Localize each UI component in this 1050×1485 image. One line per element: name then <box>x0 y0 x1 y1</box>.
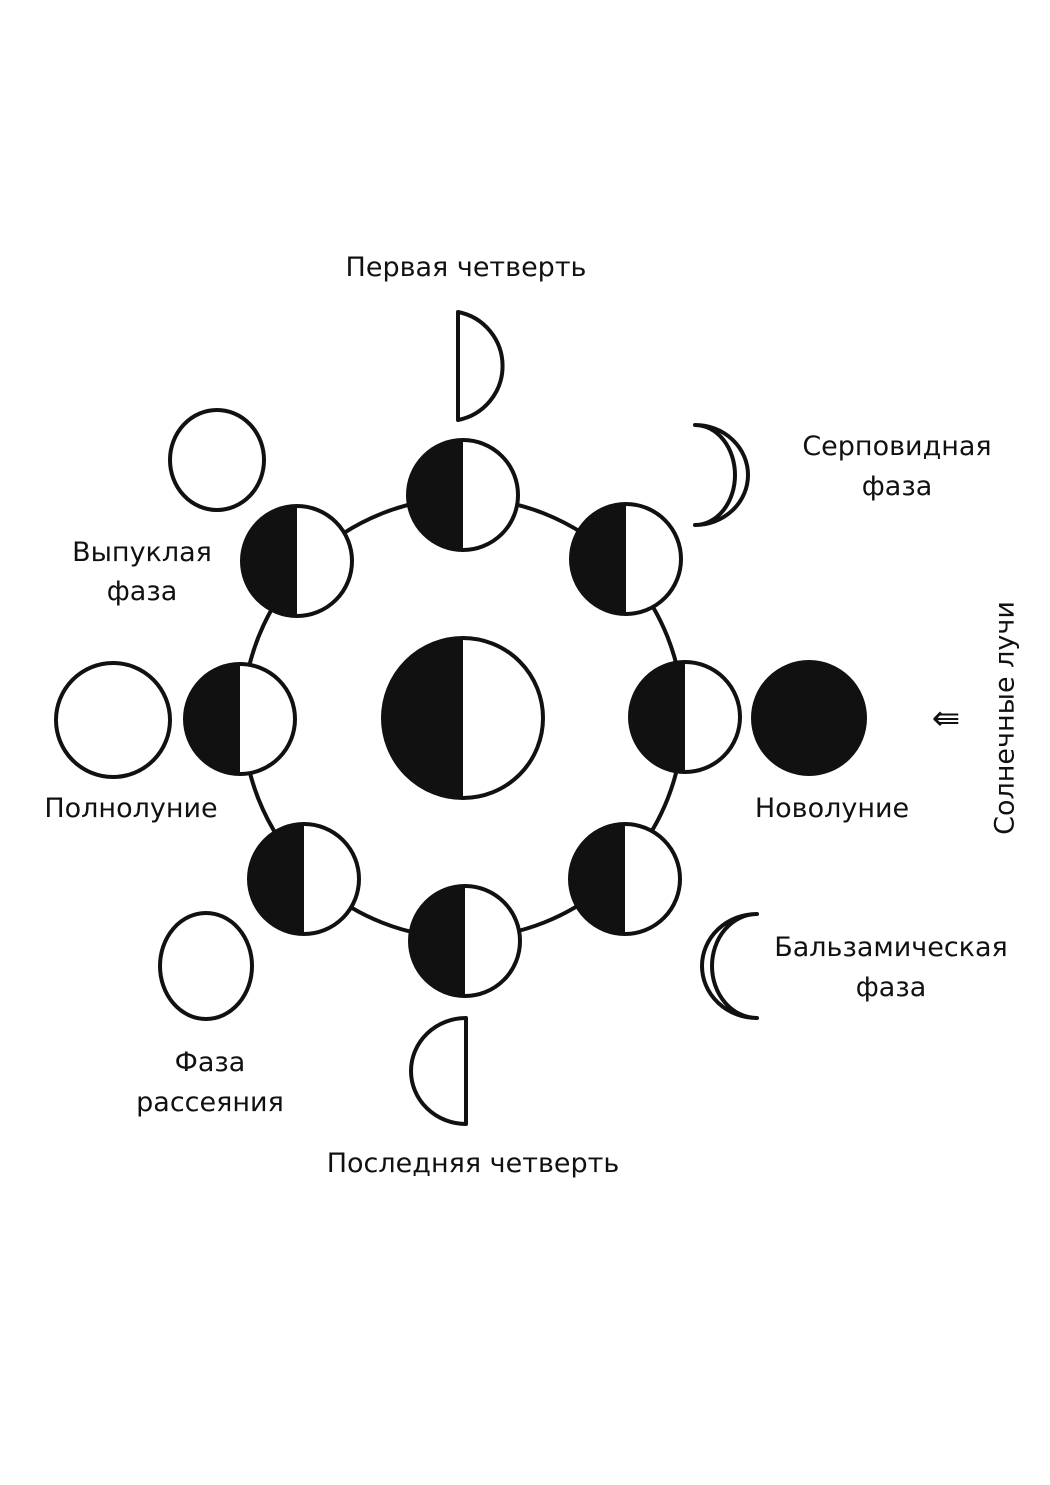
balsamic-moon-shape <box>700 912 759 1020</box>
label-full-moon: Полнолуние <box>44 793 217 824</box>
label-disseminating-line1: Фаза <box>175 1047 246 1078</box>
label-disseminating-line2: рассеяния <box>136 1087 284 1118</box>
label-last-quarter: Последняя четверть <box>327 1148 620 1179</box>
orbit-moon-right <box>628 660 742 774</box>
label-gibbous-line2: фаза <box>107 576 178 607</box>
label-crescent-line2: фаза <box>862 471 933 502</box>
label-first-quarter: Первая четверть <box>346 252 587 283</box>
label-sun-rays: Солнечные лучи <box>990 601 1021 835</box>
last-quarter-moon-shape <box>409 1016 468 1126</box>
label-gibbous-line1: Выпуклая <box>72 537 212 568</box>
disseminating-moon-shape <box>158 911 254 1021</box>
gibbous-moon-shape <box>168 408 266 512</box>
full-moon-shape <box>54 661 172 779</box>
orbit-moon-bottom <box>408 884 522 998</box>
label-crescent-line1: Серповидная <box>802 431 991 462</box>
orbit-moon-bottom-left <box>247 822 361 936</box>
orbit-moon-bottom-right <box>568 822 682 936</box>
orbit-moon-top-left <box>240 504 354 618</box>
double-arrow-left-icon: ⇚ <box>932 699 961 739</box>
label-new-moon: Новолуние <box>755 793 909 824</box>
orbit-moon-left <box>183 662 297 776</box>
first-quarter-moon-shape <box>456 310 505 422</box>
label-balsamic-line1: Бальзамическая <box>774 932 1008 963</box>
orbit-moon-top <box>406 438 520 552</box>
new-moon-shape <box>751 660 867 776</box>
label-balsamic-line2: фаза <box>856 972 927 1003</box>
crescent-moon-shape <box>693 423 750 527</box>
earth <box>381 636 545 800</box>
orbit-moon-top-right <box>569 502 683 616</box>
